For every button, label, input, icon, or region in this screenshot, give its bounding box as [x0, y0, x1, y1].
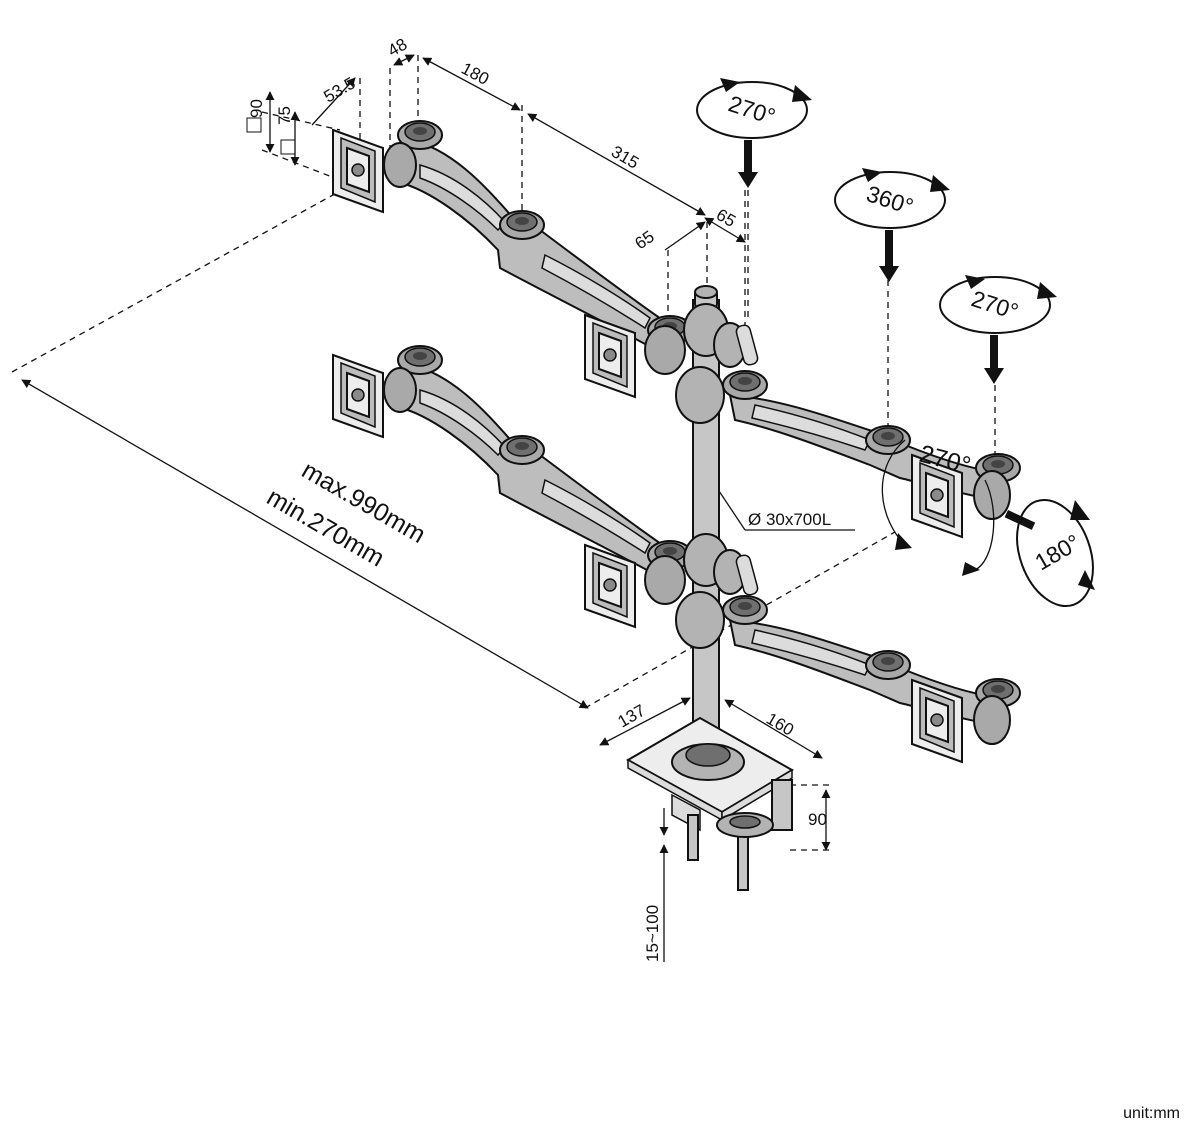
upper-arm-left — [332, 120, 693, 357]
dimension-65-right: 65 — [713, 205, 739, 231]
rotation-270-top: 270° — [696, 78, 812, 188]
upper-center-hub — [584, 303, 759, 424]
dimension-lines — [11, 54, 996, 962]
dimension-15-100: 15~100 — [643, 905, 662, 962]
rotation-360: 360° — [834, 168, 950, 282]
dimension-48: 48 — [385, 35, 411, 61]
rotation-180: 180° — [1004, 498, 1095, 608]
dimension-65-left: 65 — [631, 227, 657, 253]
dimension-53-5: 53.5 — [321, 73, 359, 106]
upper-arm-right — [722, 370, 1021, 538]
lower-center-hub — [584, 533, 759, 649]
rotation-270-right: 270° — [939, 275, 1057, 384]
dimension-90-side: 90 — [247, 99, 266, 118]
dimension-315: 315 — [608, 142, 642, 173]
pole-spec: Ø 30x700L — [748, 510, 831, 529]
lower-arm-left — [332, 345, 693, 582]
lower-arm-right — [722, 595, 1021, 763]
dimension-137: 137 — [615, 701, 649, 732]
dimension-90-clamp: 90 — [808, 810, 827, 829]
pole — [692, 285, 720, 761]
unit-label: unit:mm — [1123, 1105, 1180, 1122]
desk-clamp — [625, 716, 794, 891]
dimension-180: 180 — [458, 59, 492, 89]
dimension-160: 160 — [763, 709, 797, 740]
dimension-75-side: 75 — [275, 106, 294, 125]
